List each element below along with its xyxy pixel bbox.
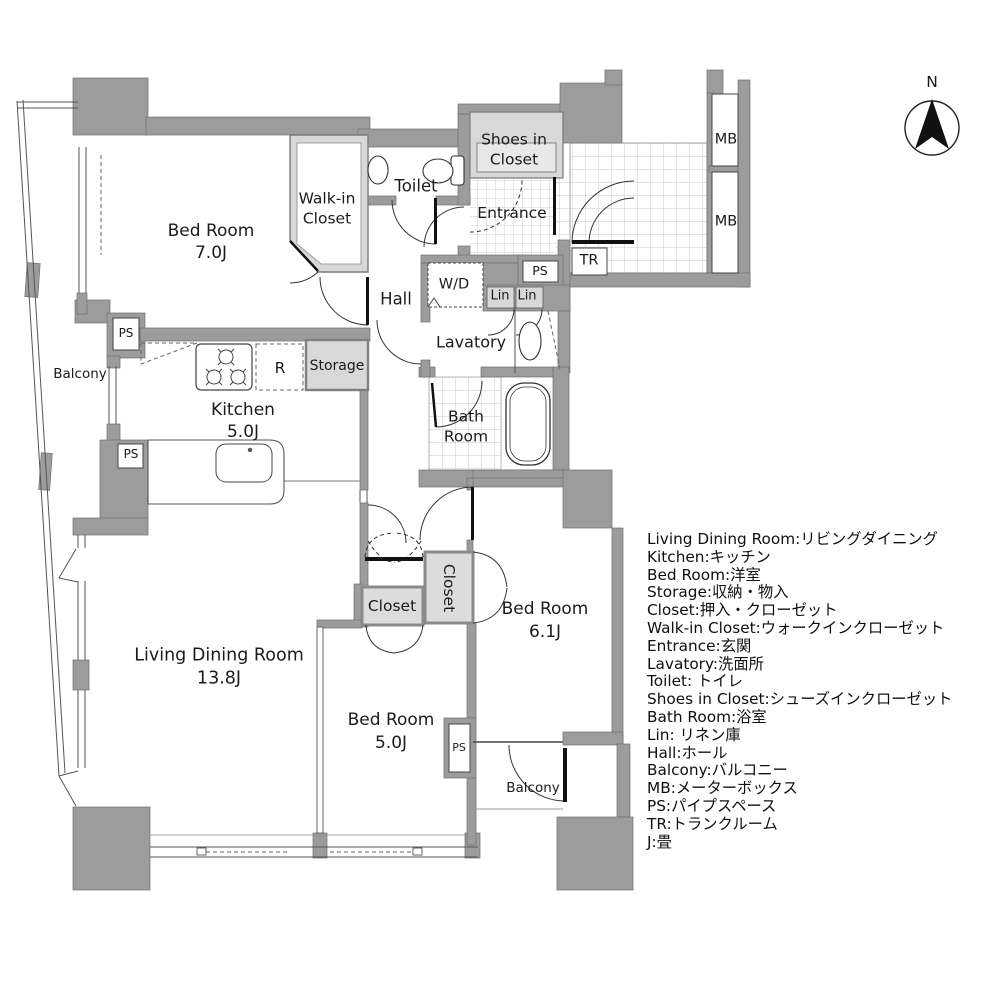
ldk-bd5-partition <box>316 626 324 834</box>
balcony-railing <box>16 99 78 777</box>
legend-line: Toilet: トイレ <box>647 672 743 691</box>
legend-line: Entrance:玄関 <box>647 636 752 655</box>
bedroom-east-size: 6.1J <box>528 621 562 642</box>
closet-bedroom-east-box <box>423 550 475 625</box>
legend-line: Lin: リネン庫 <box>647 725 741 744</box>
trunk-room-label: TR <box>579 252 599 269</box>
legend-line: Walk-in Closet:ウォークインクローゼット <box>647 618 945 637</box>
washer-dryer-box <box>427 262 484 308</box>
meter-box-lower-label: MB <box>714 213 738 230</box>
linen-box-2 <box>515 286 544 309</box>
compass-north-label: N <box>926 72 938 91</box>
closet-bedroom-east-label: Closet <box>440 563 459 613</box>
door-arcs <box>289 179 635 802</box>
legend-line: Bath Room:浴室 <box>647 707 767 726</box>
legend-line: Hall:ホール <box>647 743 728 762</box>
windows <box>58 147 563 858</box>
legend-line: Closet:押入・クローゼット <box>647 601 838 620</box>
bathtub-icon <box>505 382 551 466</box>
legend-line: Storage:収納・物入 <box>647 583 789 602</box>
storage-box <box>304 338 370 392</box>
stove-icon <box>195 343 253 391</box>
kitchen-label: Kitchen <box>211 399 275 420</box>
kitchen-size: 5.0J <box>226 421 260 442</box>
entrance-label: Entrance <box>477 203 547 222</box>
front-door-arc <box>571 180 635 244</box>
pipe-space-south-label: PS <box>452 740 466 754</box>
living-dining-size: 13.8J <box>196 668 242 689</box>
hall-label: Hall <box>380 289 412 309</box>
linen-2-label: Lin <box>517 288 537 304</box>
legend-line: J:畳 <box>647 832 672 851</box>
legend: Living Dining Room:リビングダイニング Kitchen:キッチ… <box>647 530 953 851</box>
pipe-space-entrance-label: PS <box>532 262 548 278</box>
closet-boxes <box>289 111 564 627</box>
pipe-space-west-lower-label: PS <box>123 447 139 462</box>
linen-1-label: Lin <box>490 288 510 304</box>
lavatory-label: Lavatory <box>435 332 507 352</box>
bath-room-label: Bath Room <box>443 407 489 446</box>
refrigerator-space-label: R <box>274 358 286 377</box>
compass <box>904 99 960 156</box>
toilet-icon <box>367 155 465 186</box>
bedroom-south-label: Bed Room <box>347 709 435 730</box>
pipe-space-entrance-box <box>522 260 559 283</box>
legend-line: Kitchen:キッチン <box>647 547 771 566</box>
pipe-space-west-upper-box <box>112 317 140 351</box>
door-leaves <box>365 177 634 802</box>
meter-box-lower <box>711 171 739 274</box>
legend-line: Lavatory:洗面所 <box>647 654 764 673</box>
legend-line: Bed Room:洋室 <box>647 565 761 584</box>
pipe-space-west-lower-box <box>117 443 144 469</box>
legend-line: TR:トランクルーム <box>647 814 778 833</box>
bedroom-main-size: 7.0J <box>194 242 228 263</box>
bedroom-east-label: Bed Room <box>501 598 589 619</box>
storage-label: Storage <box>309 357 365 374</box>
toilet-sink-icon <box>367 155 389 185</box>
lavatory-sink-icon <box>514 307 542 373</box>
trunk-room-box <box>571 247 608 276</box>
washer-dryer-label: W/D <box>438 276 470 293</box>
walk-in-closet-label: Walk-in Closet <box>298 189 356 228</box>
toilet-label: Toilet <box>394 176 438 196</box>
refrigerator-space-box <box>255 343 304 391</box>
legend-line: MB:メーターボックス <box>647 779 798 798</box>
legend-line: PS:パイプスペース <box>647 796 777 815</box>
bedroom-main-label: Bed Room <box>167 220 255 241</box>
bedroom-south-size: 5.0J <box>374 732 408 753</box>
meter-box-upper <box>711 93 739 167</box>
legend-line: Balcony:バルコニー <box>647 761 788 780</box>
legend-line: Shoes in Closet:シューズインクローゼット <box>647 690 953 709</box>
pipe-space-west-upper-label: PS <box>118 326 134 341</box>
closet-ldk-box <box>360 585 425 627</box>
meter-box-upper-label: MB <box>714 131 738 148</box>
living-dining-label: Living Dining Room <box>134 645 304 666</box>
shoes-in-closet-label: Shoes in Closet <box>481 130 547 169</box>
service-boxes <box>112 93 739 773</box>
balcony-west-label: Balcony <box>53 366 107 383</box>
balcony-south-label: Balcony <box>506 780 560 797</box>
north-arrow-icon <box>915 99 949 149</box>
linen-box-1 <box>486 286 515 309</box>
pipe-space-south-box <box>448 723 471 773</box>
closet-ldk-label: Closet <box>367 596 417 615</box>
kitchen-sink-icon <box>147 439 285 505</box>
legend-line: Living Dining Room:リビングダイニング <box>647 530 938 548</box>
